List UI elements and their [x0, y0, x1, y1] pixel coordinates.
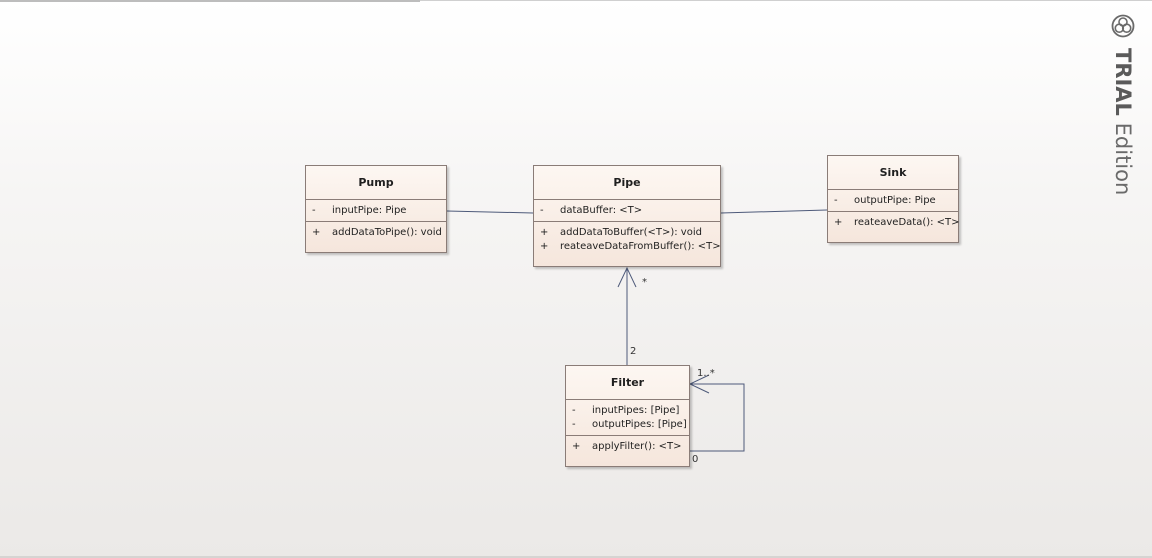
operation-text: addDataToPipe(): void [332, 227, 442, 238]
visibility-marker: + [572, 441, 581, 452]
operation-row[interactable]: + addDataToBuffer(<T>): void [534, 226, 720, 240]
operation-text: addDataToBuffer(<T>): void [560, 227, 702, 238]
top-strip [0, 0, 420, 2]
attribute-row[interactable]: - outputPipes: [Pipe] [566, 418, 689, 432]
visibility-marker: - [312, 205, 316, 216]
attributes-compartment: - dataBuffer: <T> [534, 200, 720, 222]
attribute-row[interactable]: - outputPipe: Pipe [828, 194, 958, 208]
attributes-compartment: - inputPipe: Pipe [306, 200, 446, 222]
attribute-text: inputPipe: Pipe [332, 205, 407, 216]
attributes-compartment: - inputPipes: [Pipe] - outputPipes: [Pip… [566, 400, 689, 436]
filter-self-arrowhead [688, 374, 710, 394]
operation-text: reateaveDataFromBuffer(): <T> [560, 241, 721, 252]
class-name: Pipe [534, 166, 720, 200]
attribute-text: dataBuffer: <T> [560, 205, 643, 216]
class-filter[interactable]: Filter - inputPipes: [Pipe] - outputPipe… [565, 365, 690, 467]
watermark-edition-rest: Edition [1111, 122, 1135, 196]
visibility-marker: + [540, 241, 549, 252]
bottom-border [0, 556, 1152, 558]
watermark-text: TRIAL Edition [1106, 48, 1140, 218]
visibility-marker: + [312, 227, 321, 238]
class-name: Filter [566, 366, 689, 400]
trial-edition-watermark: TRIAL Edition [1106, 14, 1140, 214]
operation-text: applyFilter(): <T> [592, 441, 682, 452]
visibility-marker: - [834, 195, 838, 206]
attribute-row[interactable]: - inputPipes: [Pipe] [566, 404, 689, 418]
class-name: Sink [828, 156, 958, 190]
operations-compartment: + addDataToPipe(): void [306, 222, 446, 243]
top-border [0, 0, 1152, 1]
attribute-text: outputPipes: [Pipe] [592, 419, 687, 430]
multiplicity-filter-to-pipe: 2 [630, 346, 637, 357]
operations-compartment: + addDataToBuffer(<T>): void + reateaveD… [534, 222, 721, 257]
visibility-marker: + [540, 227, 549, 238]
multiplicity-pipe-end: * [642, 277, 647, 288]
visibility-marker: - [540, 205, 544, 216]
attribute-text: inputPipes: [Pipe] [592, 405, 680, 416]
filter-pipe-arrowhead [617, 266, 637, 288]
operations-compartment: + applyFilter(): <T> [566, 436, 689, 457]
filter-self-association[interactable] [690, 383, 745, 452]
class-pipe[interactable]: Pipe - dataBuffer: <T> + addDataToBuffer… [533, 165, 721, 267]
operation-row[interactable]: + addDataToPipe(): void [306, 226, 446, 240]
operation-row[interactable]: + reateaveDataFromBuffer(): <T> [534, 240, 721, 254]
attribute-text: outputPipe: Pipe [854, 195, 936, 206]
operation-row[interactable]: + reateaveData(): <T> [828, 216, 960, 230]
visibility-marker: + [834, 217, 843, 228]
operation-row[interactable]: + applyFilter(): <T> [566, 440, 689, 454]
operation-text: reateaveData(): <T> [854, 217, 960, 228]
visibility-marker: - [572, 405, 576, 416]
sparx-logo-icon [1111, 14, 1135, 38]
class-pump[interactable]: Pump - inputPipe: Pipe + addDataToPipe()… [305, 165, 447, 253]
attribute-row[interactable]: - inputPipe: Pipe [306, 204, 446, 218]
attribute-row[interactable]: - dataBuffer: <T> [534, 204, 720, 218]
class-sink[interactable]: Sink - outputPipe: Pipe + reateaveData()… [827, 155, 960, 243]
class-name: Pump [306, 166, 446, 200]
attributes-compartment: - outputPipe: Pipe [828, 190, 958, 212]
pipe-sink-association[interactable] [720, 209, 828, 214]
pump-pipe-association[interactable] [446, 210, 534, 214]
multiplicity-self-source: 0 [692, 454, 699, 465]
multiplicity-self-target: 1..* [697, 368, 715, 379]
visibility-marker: - [572, 419, 576, 430]
operations-compartment: + reateaveData(): <T> [828, 212, 960, 233]
watermark-edition-bold: TRIAL [1111, 48, 1135, 116]
